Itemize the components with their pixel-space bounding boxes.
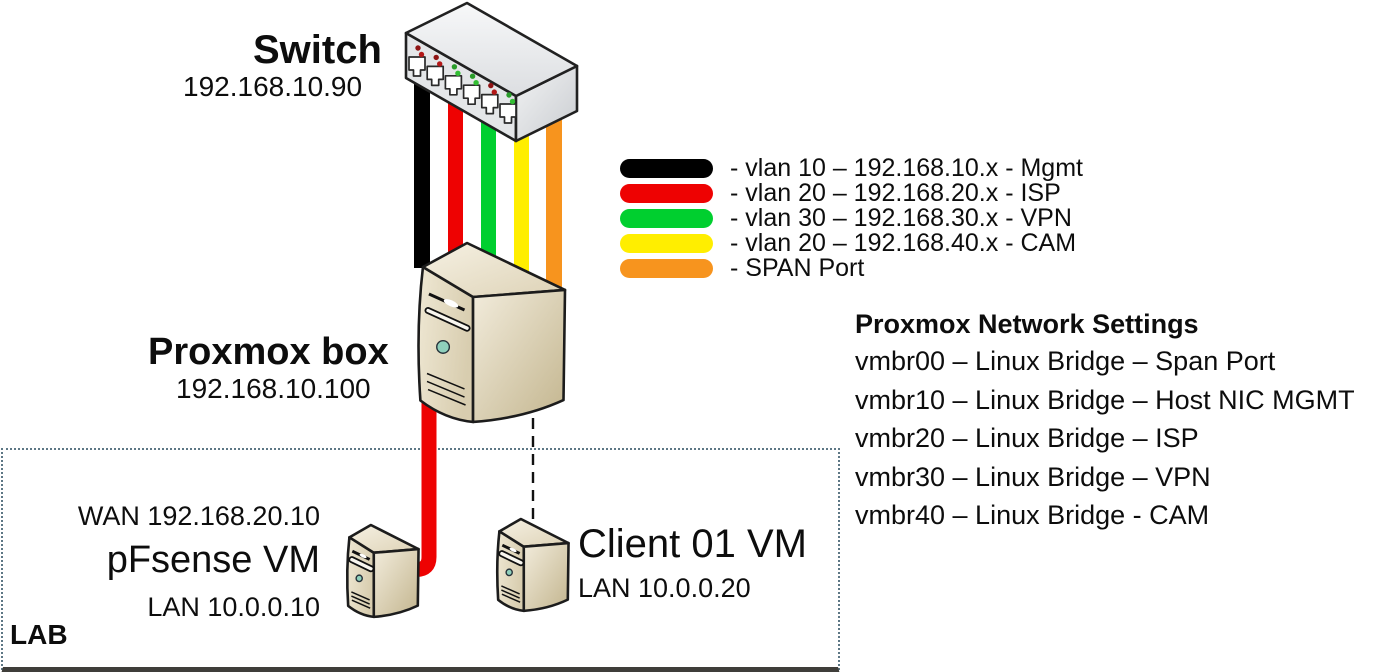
cable-vpn-green [481, 110, 496, 256]
client-lan-ip: LAN 10.0.0.20 [578, 573, 751, 603]
lab-boundary-box [1, 448, 840, 672]
pfsense-lan-ip: LAN 10.0.0.10 [147, 592, 320, 622]
settings-title: Proxmox Network Settings [855, 309, 1199, 339]
settings-item-vmbr10: vmbr10 – Linux Bridge – Host NIC MGMT [855, 384, 1355, 415]
switch-ports [408, 56, 517, 124]
legend-label: - vlan 20 – 192.168.20.x - ISP [730, 179, 1061, 207]
switch-ip: 192.168.10.90 [183, 71, 363, 102]
legend-row: - vlan 10 – 192.168.10.x - Mgmt [620, 156, 1083, 181]
lab-label: LAB [10, 619, 68, 650]
legend-row: - vlan 30 – 192.168.30.x - VPN [620, 206, 1083, 231]
pfsense-wan-ip: WAN 192.168.20.10 [77, 501, 320, 531]
settings-item-vmbr40: vmbr40 – Linux Bridge - CAM [855, 500, 1210, 530]
settings-item-vmbr00: vmbr00 – Linux Bridge – Span Port [855, 346, 1276, 376]
legend-swatch-span [620, 259, 713, 278]
proxmox-ip: 192.168.10.100 [176, 373, 371, 404]
cable-isp-red [448, 93, 463, 253]
client-vm-icon [497, 519, 568, 611]
legend-swatch-mgmt [620, 159, 713, 178]
cable-cam-yellow [514, 124, 529, 272]
switch-port-leds [415, 45, 516, 105]
vlan-cables [414, 75, 562, 288]
pfsense-vm-icon [347, 525, 418, 617]
legend-swatch-isp [620, 184, 713, 203]
proxmox-network-settings: Proxmox Network Settings vmbr00 – Linux … [855, 306, 1355, 535]
switch-label: Switch [253, 28, 382, 72]
cable-mgmt-black [414, 75, 430, 268]
legend-swatch-vpn [620, 209, 713, 228]
legend-label: - SPAN Port [730, 254, 865, 282]
proxmox-label: Proxmox box [148, 331, 389, 373]
switch-icon [404, 1, 579, 143]
legend-row: - vlan 20 – 192.168.40.x - CAM [620, 231, 1083, 256]
settings-item-vmbr30: vmbr30 – Linux Bridge – VPN [855, 461, 1211, 492]
vlan-legend: - vlan 10 – 192.168.10.x - Mgmt - vlan 2… [620, 156, 1083, 281]
cable-span-orange [546, 104, 562, 288]
cable-proxmox-to-pfsense [404, 378, 437, 577]
legend-row: - vlan 20 – 192.168.20.x - ISP [620, 181, 1083, 206]
client-label: Client 01 VM [578, 522, 807, 566]
pfsense-label: pFsense VM [106, 539, 320, 581]
proxmox-server-icon [419, 243, 565, 422]
settings-item-vmbr20: vmbr20 – Linux Bridge – ISP [855, 423, 1199, 453]
legend-swatch-cam [620, 234, 713, 253]
legend-label: - vlan 10 – 192.168.10.x - Mgmt [730, 154, 1083, 182]
legend-label: - vlan 20 – 192.168.40.x - CAM [730, 229, 1077, 257]
legend-label: - vlan 30 – 192.168.30.x - VPN [730, 204, 1072, 232]
legend-row: - SPAN Port [620, 256, 1083, 281]
